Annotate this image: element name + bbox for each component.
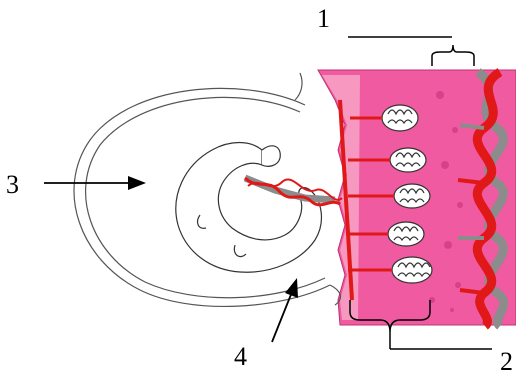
label-3: 3 bbox=[6, 172, 19, 198]
label-2: 2 bbox=[500, 349, 513, 375]
villus-1 bbox=[382, 105, 418, 131]
label-4: 4 bbox=[234, 344, 247, 370]
villus-2 bbox=[390, 148, 426, 172]
villus-4 bbox=[388, 222, 424, 246]
label-1: 1 bbox=[317, 6, 330, 32]
villus-3 bbox=[394, 184, 430, 208]
label-4-arrow bbox=[272, 278, 298, 342]
label-1-pointer bbox=[348, 37, 474, 66]
embryo bbox=[176, 143, 322, 273]
umbilical-cord bbox=[245, 178, 342, 205]
villus-5 bbox=[392, 257, 432, 283]
label-3-arrow bbox=[44, 176, 146, 190]
